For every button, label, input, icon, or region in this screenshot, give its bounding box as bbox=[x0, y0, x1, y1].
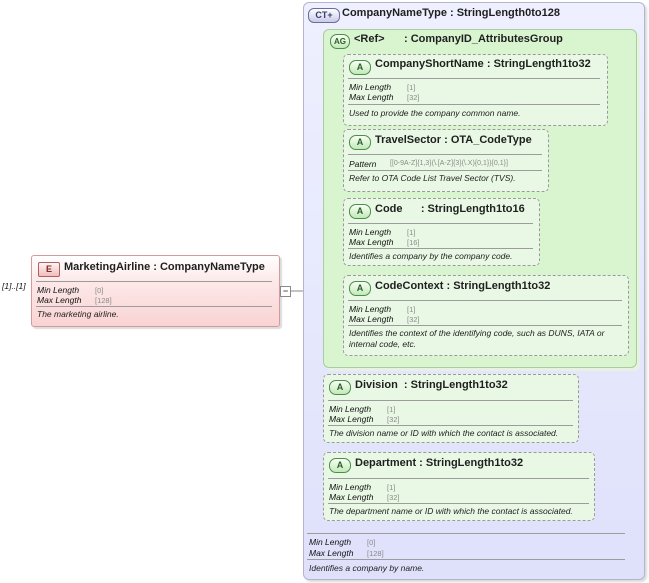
prop-value: [128] bbox=[95, 296, 112, 305]
prop-label: Max Length bbox=[309, 548, 354, 558]
prop-value: [0] bbox=[367, 538, 376, 547]
complex-type-description: Identifies a company by name. bbox=[309, 563, 425, 573]
element-tag: E bbox=[38, 262, 60, 277]
separator bbox=[328, 503, 589, 504]
attribute-tag: A bbox=[349, 204, 371, 219]
attribute-department[interactable]: A Department : StringLength1to32 Min Len… bbox=[323, 452, 595, 521]
attribute-tag: A bbox=[349, 281, 371, 296]
element-marketing-airline[interactable]: E MarketingAirline : CompanyNameType Min… bbox=[31, 255, 280, 327]
prop-label: Max Length bbox=[349, 314, 394, 324]
attribute-description: Identifies a company by the company code… bbox=[349, 251, 513, 261]
prop-value: [1] bbox=[387, 405, 396, 414]
attribute-title: TravelSector : OTA_CodeType bbox=[375, 134, 532, 146]
prop-value: [1] bbox=[407, 83, 416, 92]
prop-value: [16] bbox=[407, 238, 420, 247]
attribute-description: The department name or ID with which the… bbox=[329, 506, 573, 516]
separator bbox=[307, 533, 625, 534]
prop-label: Min Length bbox=[37, 285, 80, 295]
separator bbox=[328, 425, 573, 426]
occurrence-label: [1]..[1] bbox=[2, 281, 26, 291]
attribute-tag: A bbox=[329, 458, 351, 473]
complex-type-tag: CT+ bbox=[308, 8, 340, 23]
attribute-title: CompanyShortName : StringLength1to32 bbox=[375, 58, 591, 70]
prop-label: Min Length bbox=[349, 82, 392, 92]
prop-value: [128] bbox=[367, 549, 384, 558]
separator bbox=[348, 325, 622, 326]
prop-value: [1] bbox=[407, 305, 416, 314]
separator bbox=[328, 478, 589, 479]
attribute-tag: A bbox=[349, 135, 371, 150]
complex-type-title: CompanyNameType : StringLength0to128 bbox=[342, 7, 560, 19]
element-description: The marketing airline. bbox=[37, 309, 119, 319]
separator bbox=[348, 223, 533, 224]
attribute-group-tag: AG bbox=[330, 34, 350, 49]
attribute-code-context[interactable]: A CodeContext : StringLength1to32 Min Le… bbox=[343, 275, 629, 356]
prop-value: [[0-9A-Z]{1,3}(\.[A-Z]{3}(\.X){0,1}){0,1… bbox=[390, 160, 508, 167]
separator bbox=[307, 559, 625, 560]
attribute-title: Department : StringLength1to32 bbox=[355, 457, 524, 469]
attribute-travel-sector[interactable]: A TravelSector : OTA_CodeType Pattern [[… bbox=[343, 129, 549, 192]
prop-label: Min Length bbox=[309, 537, 352, 547]
separator bbox=[348, 170, 542, 171]
separator bbox=[348, 104, 600, 105]
attribute-tag: A bbox=[349, 60, 371, 75]
prop-label: Max Length bbox=[329, 414, 374, 424]
separator bbox=[328, 400, 573, 401]
prop-label: Min Length bbox=[329, 482, 372, 492]
element-title: MarketingAirline : CompanyNameType bbox=[64, 261, 265, 273]
attribute-tag: A bbox=[329, 380, 351, 395]
attribute-division[interactable]: A Division : StringLength1to32 Min Lengt… bbox=[323, 374, 579, 443]
prop-label: Max Length bbox=[37, 295, 82, 305]
attribute-title: Code : StringLength1to16 bbox=[375, 203, 525, 215]
prop-label: Max Length bbox=[349, 92, 394, 102]
prop-value: [1] bbox=[407, 228, 416, 237]
attribute-title: CodeContext : StringLength1to32 bbox=[375, 280, 551, 292]
prop-value: [32] bbox=[387, 415, 400, 424]
collapse-toggle-icon[interactable]: − bbox=[280, 286, 291, 297]
prop-value: [32] bbox=[387, 493, 400, 502]
separator bbox=[348, 78, 600, 79]
expand-plus-icon: + bbox=[327, 10, 333, 20]
attribute-description: Used to provide the company common name. bbox=[349, 108, 521, 118]
prop-label: Min Length bbox=[349, 227, 392, 237]
prop-label: Max Length bbox=[349, 237, 394, 247]
attribute-description: The division name or ID with which the c… bbox=[329, 428, 559, 438]
prop-value: [32] bbox=[407, 315, 420, 324]
attribute-company-short-name[interactable]: A CompanyShortName : StringLength1to32 M… bbox=[343, 54, 608, 126]
attribute-group-ref: <Ref> bbox=[354, 33, 385, 45]
attribute-title: Division : StringLength1to32 bbox=[355, 379, 508, 391]
separator bbox=[36, 281, 272, 282]
attribute-group-title: : CompanyID_AttributesGroup bbox=[404, 33, 563, 45]
separator bbox=[348, 154, 542, 155]
prop-label: Min Length bbox=[329, 404, 372, 414]
separator bbox=[36, 306, 272, 307]
attribute-description: Refer to OTA Code List Travel Sector (TV… bbox=[349, 173, 516, 183]
prop-value: [0] bbox=[95, 286, 104, 295]
attribute-code[interactable]: A Code : StringLength1to16 Min Length [1… bbox=[343, 198, 540, 266]
separator bbox=[348, 300, 622, 301]
prop-value: [1] bbox=[387, 483, 396, 492]
prop-value: [32] bbox=[407, 93, 420, 102]
attribute-description: Identifies the context of the identifyin… bbox=[349, 328, 605, 349]
separator bbox=[348, 248, 533, 249]
prop-label: Max Length bbox=[329, 492, 374, 502]
prop-label: Pattern bbox=[349, 159, 377, 169]
prop-label: Min Length bbox=[349, 304, 392, 314]
